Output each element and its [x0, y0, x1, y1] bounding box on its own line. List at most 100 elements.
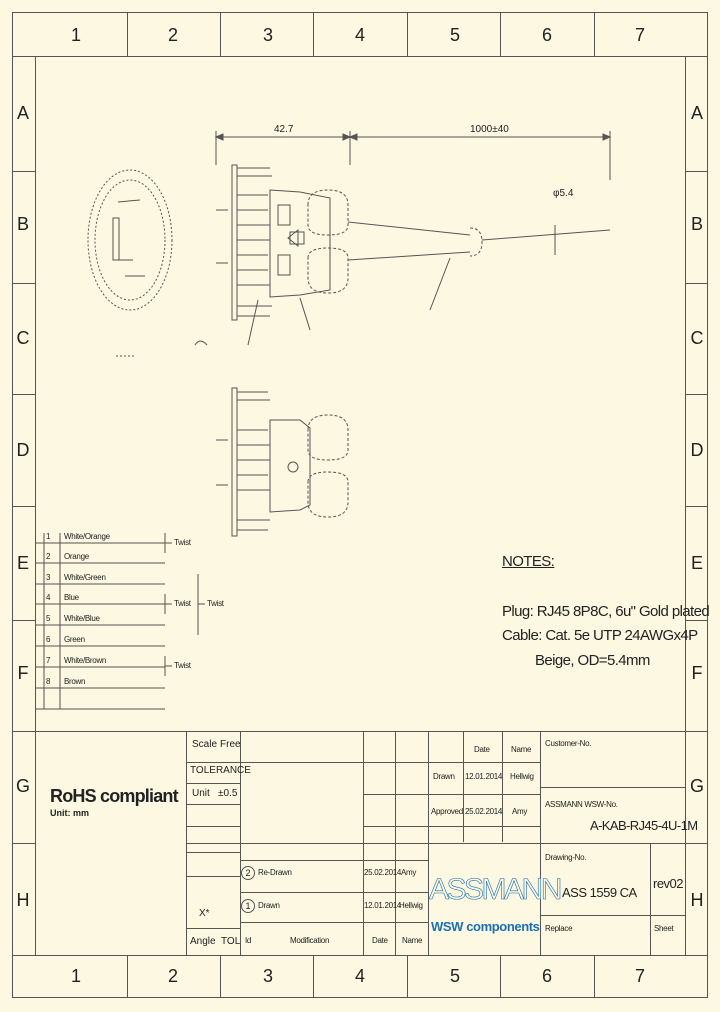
legend-color-5: White/Blue	[64, 614, 100, 623]
plug-boot-lower	[307, 247, 349, 294]
scale-value: Free	[220, 739, 241, 750]
notes-plug: Plug: RJ45 8P8C, 6u" Gold plated	[502, 603, 710, 620]
zone-col-3-bottom: 3	[262, 966, 274, 986]
zone-row-d: D	[16, 440, 30, 460]
row-tick	[12, 283, 35, 284]
zone-col-1: 1	[70, 25, 82, 45]
sheet-label: Sheet	[654, 924, 674, 933]
legend-pin-5: 5	[46, 614, 51, 623]
row-tick	[685, 394, 708, 395]
drawn-date: 12.01.2014	[465, 772, 503, 781]
modification-label: Modification	[290, 936, 330, 945]
tol-xx-label: X*	[199, 908, 210, 919]
col-tick	[594, 955, 595, 998]
col-tick	[313, 12, 314, 56]
row-tick	[12, 171, 35, 172]
tolerance-label: TOLERANCE	[190, 765, 251, 776]
left-zone-divider	[35, 56, 36, 955]
tb-row	[186, 783, 240, 784]
plug-body-edge-lower	[231, 387, 238, 537]
customer-label: Customer-No.	[545, 739, 592, 748]
id-label: Id	[245, 936, 252, 945]
col-tick	[313, 955, 314, 998]
zone-row-h: H	[16, 890, 30, 910]
zone-row-b: B	[16, 214, 30, 234]
tb-row	[186, 762, 540, 763]
legend-pin-4: 4	[46, 593, 51, 602]
date-header: Date	[474, 745, 490, 754]
drawn-label: Drawn	[433, 772, 455, 781]
zone-row-d-right: D	[690, 440, 704, 460]
zone-row-f: F	[17, 663, 29, 683]
zone-row-g: G	[15, 776, 31, 796]
cable-line	[347, 221, 471, 236]
zone-col-7: 7	[634, 25, 646, 45]
revision: rev02	[653, 876, 684, 891]
zone-col-3: 3	[262, 25, 274, 45]
tb-row	[240, 892, 428, 893]
rev1-date: 12.01.2014	[364, 901, 402, 910]
unit-note: Unit: mm	[50, 808, 89, 818]
plug-contacts-top	[237, 167, 272, 317]
row-tick	[12, 620, 35, 621]
notes-color: Beige, OD=5.4mm	[535, 652, 650, 669]
approved-label: Approved	[431, 807, 463, 816]
notes-heading: NOTES:	[502, 553, 555, 570]
legend-color-7: White/Brown	[64, 656, 107, 665]
tb-col	[463, 731, 464, 842]
legend-color-6: Green	[64, 635, 85, 644]
zone-col-6-bottom: 6	[541, 966, 553, 986]
zone-row-a-right: A	[690, 103, 704, 123]
replace-label: Replace	[545, 924, 573, 933]
rohs-label: RoHS compliant	[50, 786, 179, 806]
plug-boot-upper	[307, 189, 349, 236]
legend-pin-8: 8	[46, 677, 51, 686]
col-tick	[407, 955, 408, 998]
row-tick	[12, 506, 35, 507]
legend-twist-3: Twist	[207, 599, 224, 608]
tb-row	[186, 843, 685, 844]
tb-row	[240, 860, 428, 861]
zone-row-c: C	[16, 328, 30, 348]
zone-row-a: A	[16, 103, 30, 123]
col-tick	[500, 955, 501, 998]
zone-col-5-bottom: 5	[449, 966, 461, 986]
row-tick	[685, 283, 708, 284]
col-tick	[127, 955, 128, 998]
legend-pin-7: 7	[46, 656, 51, 665]
zone-col-2-bottom: 2	[167, 966, 179, 986]
plug-housing	[269, 189, 331, 298]
legend-pin-3: 3	[46, 573, 51, 582]
col-tick	[220, 12, 221, 56]
zone-row-g-right: G	[689, 776, 705, 796]
zone-col-7-bottom: 7	[634, 966, 646, 986]
tb-row	[186, 826, 240, 827]
legend-color-2: Orange	[64, 552, 89, 561]
tb-row	[186, 928, 240, 929]
col-tick	[594, 12, 595, 56]
tol-unit-label: Unit	[192, 788, 210, 799]
col-tick	[500, 12, 501, 56]
dim-cable-length: 1000±40	[470, 124, 509, 135]
legend-twist-1: Twist	[174, 538, 191, 547]
zone-row-b-right: B	[690, 214, 704, 234]
rev1-text: Drawn	[258, 901, 280, 910]
tol-label: TOL	[221, 936, 241, 947]
tb-row	[540, 915, 685, 916]
assmann-logo: ASSMANN	[429, 873, 563, 907]
legend-color-8: Brown	[64, 677, 86, 686]
zone-row-h-right: H	[690, 890, 704, 910]
rev2-text: Re-Drawn	[258, 868, 292, 877]
rev1-number: 1	[241, 899, 255, 913]
tol-unit-value: ±0.5	[218, 788, 238, 799]
rev2-number: 2	[241, 866, 255, 880]
tb-row	[363, 794, 540, 795]
tb-row	[363, 826, 540, 827]
row-tick	[685, 843, 708, 844]
row-tick	[685, 731, 708, 732]
legend-pin-1: 1	[46, 532, 51, 541]
tb-row	[186, 804, 240, 805]
right-zone-divider	[685, 56, 686, 955]
col-tick	[220, 955, 221, 998]
